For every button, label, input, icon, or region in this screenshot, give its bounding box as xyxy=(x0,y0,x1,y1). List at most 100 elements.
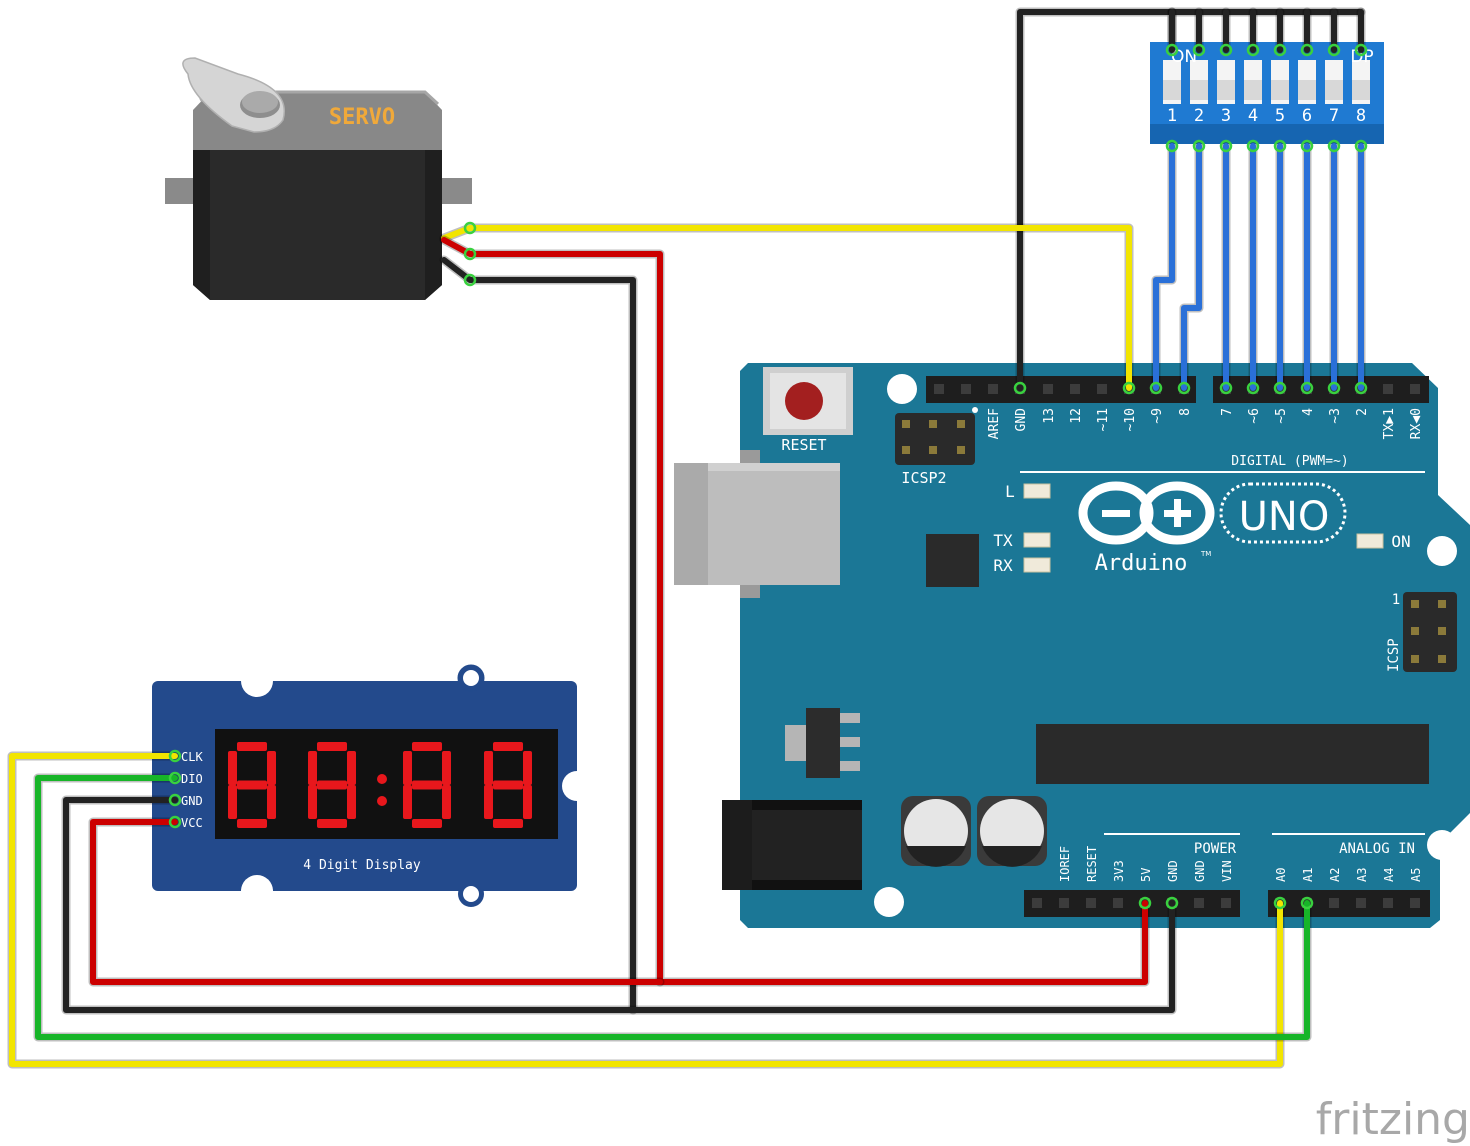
power-pin-label: GND xyxy=(1193,860,1207,882)
wire-connection-point xyxy=(1165,139,1179,153)
display-segment xyxy=(523,785,532,819)
wire-connection-point xyxy=(1165,896,1179,910)
power-pin-label: 5V xyxy=(1139,868,1153,882)
header-pin xyxy=(1383,898,1393,908)
wire-black-dip-gnd xyxy=(1017,9,1175,391)
servo-label: SERVO xyxy=(329,105,395,130)
analog-pin-label: A1 xyxy=(1301,868,1315,882)
display-segment xyxy=(403,785,412,819)
dip-number: 5 xyxy=(1275,106,1285,126)
wire-connection-point xyxy=(1219,139,1233,153)
power-pin-label: IOREF xyxy=(1058,846,1072,882)
header-pin xyxy=(1410,384,1420,394)
arduino-brand: Arduino xyxy=(1095,551,1188,576)
wire-connection-point xyxy=(1300,896,1314,910)
display-segment xyxy=(317,819,347,828)
header-pin xyxy=(1059,898,1069,908)
header-pin xyxy=(961,384,971,394)
top-pin-label: ~5 xyxy=(1274,408,1289,424)
display-pin-vcc: VCC xyxy=(181,816,203,830)
wire-yellow-clk xyxy=(9,753,1283,1067)
display-segment xyxy=(228,751,237,785)
wire-connection-point xyxy=(168,749,182,763)
top-pin-label: TX▶1 xyxy=(1382,408,1397,439)
display-segment xyxy=(347,785,356,819)
wire-connection-point xyxy=(1273,896,1287,910)
wire-connection-point xyxy=(1354,43,1368,57)
header-pin xyxy=(1329,898,1339,908)
top-pin-label: 12 xyxy=(1069,408,1084,424)
dip-toggle-knob xyxy=(1298,80,1316,100)
arduino-model: UNO xyxy=(1239,494,1330,540)
digital-label: DIGITAL (PWM=~) xyxy=(1231,454,1348,469)
wire-connection-point xyxy=(1149,381,1163,395)
analog-pin-label: A2 xyxy=(1328,868,1342,882)
wire-yellow-servo-signal xyxy=(441,225,1132,391)
wire-connection-point xyxy=(1246,139,1260,153)
analog-pin-label: A0 xyxy=(1274,868,1288,882)
display-colon-dot xyxy=(377,774,387,784)
display-segment xyxy=(442,751,451,785)
power-pin-label: VIN xyxy=(1220,860,1234,882)
icsp-pin1-label: 1 xyxy=(1392,592,1400,608)
dip-number: 2 xyxy=(1194,106,1204,126)
power-pin-label: RESET xyxy=(1085,846,1099,882)
display-pin-dio: DIO xyxy=(181,772,203,786)
wire-connection-point xyxy=(463,247,477,261)
wire-connection-point xyxy=(1192,139,1206,153)
wire-connection-point xyxy=(168,793,182,807)
dip-toggle-knob xyxy=(1352,80,1370,100)
wire-connection-point xyxy=(1246,381,1260,395)
wire-connection-point xyxy=(463,221,477,235)
display-segment xyxy=(228,785,237,819)
top-pin-label: 13 xyxy=(1042,408,1057,424)
display-segment xyxy=(347,751,356,785)
display-pin-clk: CLK xyxy=(181,750,203,764)
analog-pin-label: A4 xyxy=(1382,868,1396,882)
display-segment xyxy=(308,785,317,819)
wire-black-dip-gnd-outline xyxy=(1015,7,1177,393)
header-pin xyxy=(1032,898,1042,908)
dip-number: 7 xyxy=(1329,106,1339,126)
dip-toggle-knob xyxy=(1190,80,1208,100)
power-pin-label: 3V3 xyxy=(1112,860,1126,882)
wire-connection-point xyxy=(1192,43,1206,57)
dip-number: 4 xyxy=(1248,106,1258,126)
wire-connection-point xyxy=(1177,381,1191,395)
dip-number: 3 xyxy=(1221,106,1231,126)
header-pin xyxy=(1097,384,1107,394)
header-pin xyxy=(1113,898,1123,908)
header-pin xyxy=(1356,898,1366,908)
wire-connection-point xyxy=(1273,139,1287,153)
analog-pin-label: A5 xyxy=(1409,868,1423,882)
display-segment xyxy=(267,751,276,785)
dip-toggle-knob xyxy=(1244,80,1262,100)
wire-connection-point xyxy=(1327,381,1341,395)
wire-connection-point xyxy=(1300,43,1314,57)
top-pin-label: AREF xyxy=(987,408,1002,439)
display-segment xyxy=(493,742,523,751)
reset-label: RESET xyxy=(781,436,826,454)
display-colon-dot xyxy=(377,796,387,806)
wire-connection-point xyxy=(1354,381,1368,395)
display-segment xyxy=(237,819,267,828)
display-segment xyxy=(308,751,317,785)
header-pin xyxy=(1070,384,1080,394)
wire-connection-point xyxy=(1273,381,1287,395)
wires xyxy=(7,7,1368,1069)
wire-connection-point xyxy=(1122,381,1136,395)
dip-toggle-knob xyxy=(1325,80,1343,100)
display-segment xyxy=(484,785,493,819)
header-pin xyxy=(934,384,944,394)
icsp-label: ICSP xyxy=(1386,638,1402,672)
led-l-label: L xyxy=(1005,482,1015,501)
wire-connection-point xyxy=(1300,381,1314,395)
display-segment xyxy=(442,785,451,819)
power-pin-label: GND xyxy=(1166,860,1180,882)
dip-toggle-knob xyxy=(1271,80,1289,100)
analog-pin-label: A3 xyxy=(1355,868,1369,882)
power-label: POWER xyxy=(1194,841,1237,857)
display-segment xyxy=(237,742,267,751)
